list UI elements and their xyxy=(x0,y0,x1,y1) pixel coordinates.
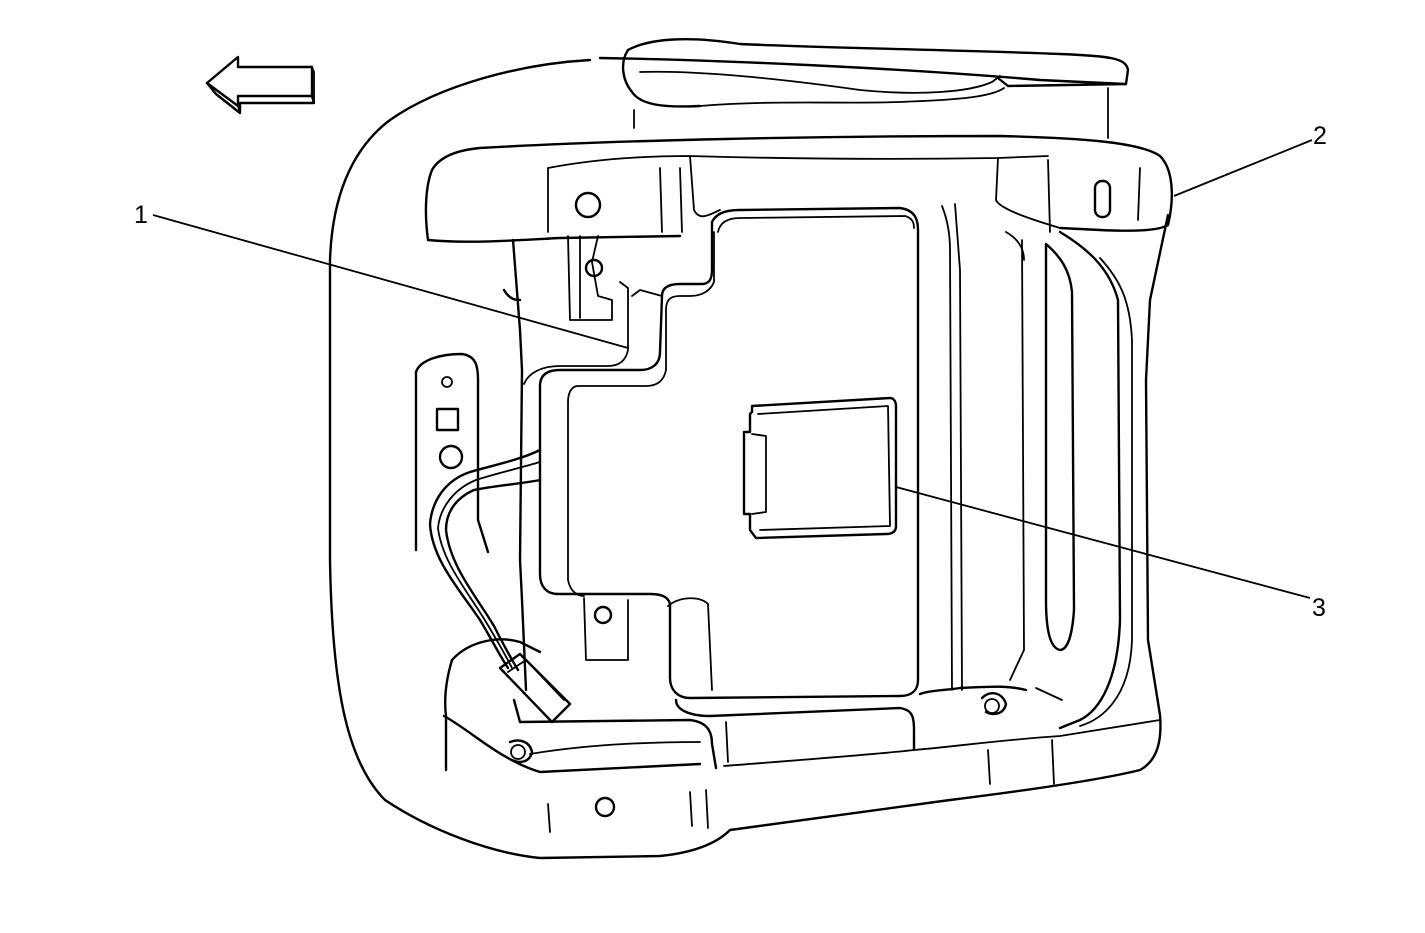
module-housing xyxy=(523,206,920,700)
module-connector xyxy=(742,396,898,540)
seat-top-bracket xyxy=(621,38,1130,139)
arrow-left-icon xyxy=(205,55,316,115)
callout-1: 1 xyxy=(134,201,148,229)
leader-line-2 xyxy=(1173,139,1313,197)
callout-3: 3 xyxy=(1312,594,1326,622)
right-rail xyxy=(941,203,1133,730)
left-rail xyxy=(414,235,613,692)
callout-2: 2 xyxy=(1313,122,1327,150)
leader-line-3 xyxy=(895,486,1311,599)
rear-frame xyxy=(424,134,1173,243)
leader-lines xyxy=(152,139,1313,599)
wire-harness xyxy=(428,448,572,724)
leader-line-1 xyxy=(152,214,629,349)
front-frame xyxy=(442,597,1161,833)
